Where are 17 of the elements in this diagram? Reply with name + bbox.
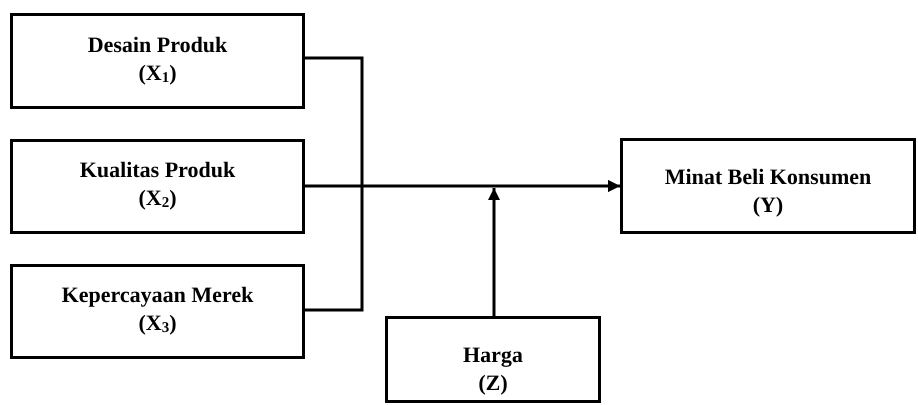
variable-name: Desain Produk (88, 30, 228, 58)
variable-symbol: (X$_{1}$) (138, 58, 177, 88)
variable-name: Harga (463, 341, 523, 369)
arrow (488, 188, 500, 316)
variable-box (10, 139, 305, 234)
variable-name: Kualitas Produk (80, 156, 236, 184)
variable-symbol: (Y) (752, 191, 784, 219)
arrow (305, 180, 620, 312)
variable-box (620, 138, 916, 234)
variable-symbol: (Z) (478, 369, 508, 397)
variable-symbol: (X$_{2}$) (138, 184, 177, 213)
variable-box (10, 264, 305, 359)
variable-box (385, 316, 601, 403)
variable-box (10, 13, 305, 109)
variable-name: Kepercayaan Merek (62, 281, 254, 309)
variable-symbol: (X$_{3}$) (138, 309, 177, 338)
variable-name: Minat Beli Konsumen (664, 163, 872, 191)
